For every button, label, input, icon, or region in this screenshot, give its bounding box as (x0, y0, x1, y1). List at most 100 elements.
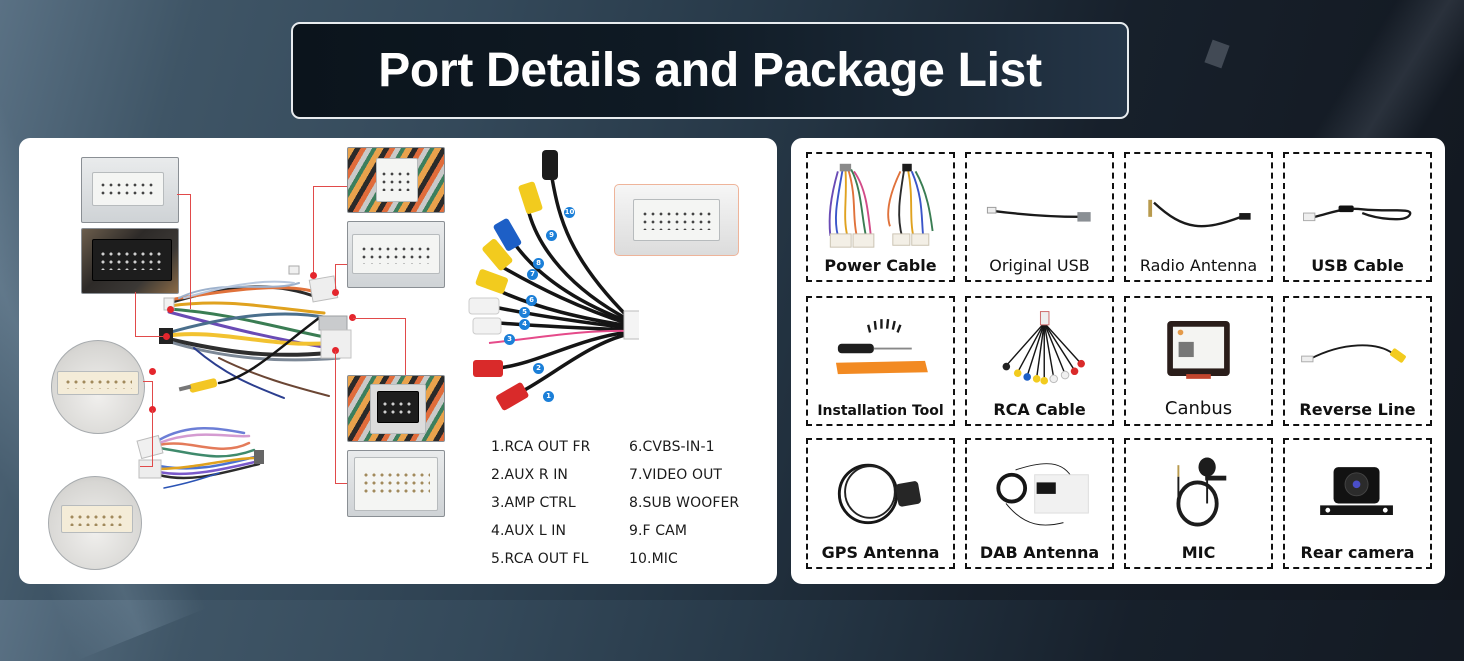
package-item-label: RCA Cable (993, 400, 1086, 419)
connector-thumbnail-white-24pin (81, 157, 179, 223)
package-item-dab-antenna: DAB Antenna (965, 438, 1114, 569)
legend-item: 6.CVBS-IN-1 (629, 439, 715, 455)
leader-line (152, 410, 153, 466)
reverse-line-icon (1285, 304, 1430, 394)
rca-plug-aux-r (473, 360, 503, 377)
legend-item: 9.F CAM (629, 523, 687, 539)
rca-tag-1: 1 (543, 391, 554, 402)
leader-line (335, 483, 347, 484)
rear-camera-icon (1285, 446, 1430, 537)
leader-line (313, 186, 314, 274)
rca-plug-mic (542, 150, 558, 180)
package-item-label: DAB Antenna (979, 543, 1100, 562)
leader-dot (167, 306, 174, 313)
package-item-canbus: Canbus (1124, 296, 1273, 426)
leader-line (135, 292, 136, 337)
rca-plug-cvbs (475, 269, 508, 294)
title-banner: Port Details and Package List (291, 22, 1129, 119)
package-item-label: Rear camera (1300, 543, 1415, 562)
power-cable-icon (808, 160, 953, 250)
package-item-label: Canbus (1164, 398, 1233, 419)
leader-dot (349, 314, 356, 321)
legend-item: 7.VIDEO OUT (629, 467, 723, 483)
canbus-icon (1126, 304, 1271, 394)
package-item-label: Installation Tool (817, 403, 944, 419)
rca-plug-rca-fr (496, 382, 529, 411)
leader-line (335, 351, 336, 483)
package-item-gps-antenna: GPS Antenna (806, 438, 955, 569)
power-harness-illustration (136, 265, 352, 489)
leader-line (335, 264, 347, 265)
package-item-installation-tool: Installation Tool (806, 296, 955, 426)
background-shard (1204, 39, 1230, 69)
package-item-power-cable: Power Cable (806, 152, 955, 282)
legend-item: 5.RCA OUT FL (491, 551, 589, 567)
package-item-label: Reverse Line (1299, 400, 1416, 419)
connector-thumbnail-white-20pin (347, 221, 445, 288)
package-item-usb-cable: USB Cable (1283, 152, 1432, 282)
page-title: Port Details and Package List (378, 44, 1042, 97)
leader-line (405, 318, 406, 375)
leader-line (135, 336, 167, 337)
package-item-radio-antenna: Radio Antenna (1124, 152, 1273, 282)
leader-line (140, 466, 153, 467)
package-item-label: USB Cable (1311, 256, 1404, 275)
legend-item: 1.RCA OUT FR (491, 439, 591, 455)
rca-tag-3: 3 (504, 334, 515, 345)
port-details-panel: 1 2 3 4 5 6 7 8 9 10 1.RCA OUT FR 6.CVBS… (19, 138, 777, 584)
rca-tag-10: 10 (564, 207, 575, 218)
installation-tool-icon (808, 304, 953, 394)
legend-item: 10.MIC (629, 551, 678, 567)
rca-tag-6: 6 (526, 295, 537, 306)
rca-plug-fcam (518, 181, 543, 214)
gps-antenna-icon (808, 446, 953, 537)
original-usb-icon (967, 160, 1112, 250)
package-item-rca-cable: RCA Cable (965, 296, 1114, 426)
leader-line (190, 194, 191, 309)
legend-item: 2.AUX R IN (491, 467, 569, 483)
rca-tag-5: 5 (519, 307, 530, 318)
rca-plug-aux-l (472, 317, 502, 335)
package-item-label: MIC (1181, 543, 1216, 562)
rca-plug-video-out (482, 238, 513, 271)
leader-line (353, 318, 405, 319)
legend-item: 4.AUX L IN (491, 523, 567, 539)
rca-cable-illustration (468, 150, 639, 411)
legend-item: 8.SUB WOOFER (629, 495, 740, 511)
dab-antenna-icon (967, 446, 1112, 537)
leader-line (335, 264, 336, 290)
leader-dot (163, 333, 170, 340)
package-item-original-usb: Original USB (965, 152, 1114, 282)
package-item-label: GPS Antenna (821, 543, 940, 562)
leader-dot (332, 347, 339, 354)
leader-line (313, 186, 347, 187)
leader-line (177, 194, 191, 195)
rca-port-connector-inset (614, 184, 739, 256)
legend-item: 3.AMP CTRL (491, 495, 576, 511)
package-item-mic: MIC (1124, 438, 1273, 569)
package-item-label: Power Cable (824, 256, 937, 275)
package-item-reverse-line: Reverse Line (1283, 296, 1432, 426)
rca-tag-9: 9 (546, 230, 557, 241)
connector-thumbnail-round-top (51, 340, 145, 434)
rca-tag-2: 2 (533, 363, 544, 374)
radio-antenna-icon (1126, 160, 1271, 250)
rca-tag-4: 4 (519, 319, 530, 330)
connector-thumbnail-white-16pin (347, 450, 445, 517)
rca-port-legend: 1.RCA OUT FR 6.CVBS-IN-1 2.AUX R IN 7.VI… (491, 437, 771, 569)
connector-thumbnail-iso-black (81, 228, 179, 294)
leader-dot (149, 406, 156, 413)
leader-dot (149, 368, 156, 375)
rca-plug-subwoofer (493, 218, 522, 251)
leader-dot (332, 289, 339, 296)
package-item-label: Radio Antenna (1139, 256, 1258, 275)
connector-thumbnail-round-bottom (48, 476, 142, 570)
connector-thumbnail-white-8pin (347, 147, 445, 213)
package-item-rear-camera: Rear camera (1283, 438, 1432, 569)
package-item-label: Original USB (989, 256, 1090, 275)
rca-tag-7: 7 (527, 269, 538, 280)
package-list-panel: Power Cable Original USB Radio Antenna (791, 138, 1445, 584)
leader-line (143, 381, 152, 382)
rca-cable-icon (967, 304, 1112, 394)
leader-dot (310, 272, 317, 279)
